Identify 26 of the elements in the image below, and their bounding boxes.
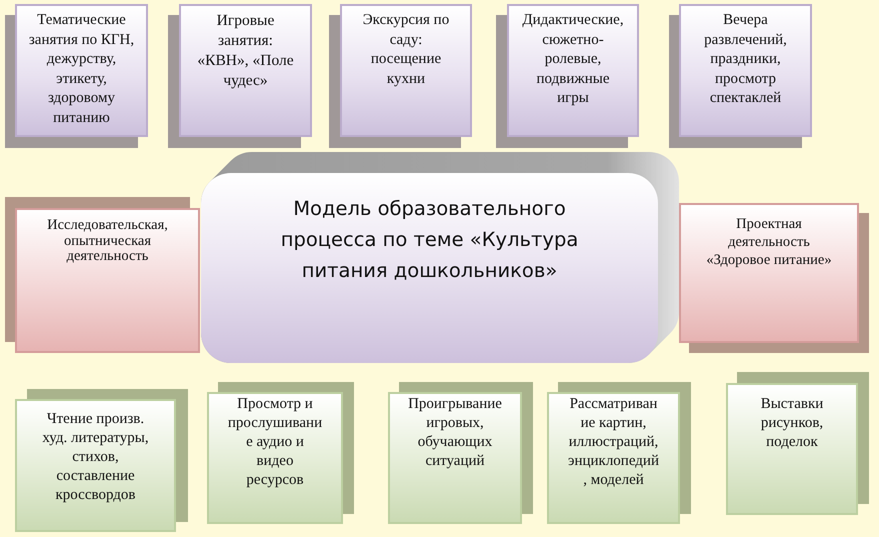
activity-box [168,4,312,148]
center-panel [201,173,658,363]
activity-label: Экскурсия по саду: посещение кухни [362,11,450,88]
activity-box [15,389,188,532]
activity-label: Дидактические, сюжетно-ролевые, подвижные игры [522,11,624,108]
activity-box [329,4,472,148]
activity-box [496,4,639,148]
activity-label: Исследовательская, опытническая деятельность [46,218,169,264]
activity-label: Просмотр и прослушивание аудио и видео ресурсов [227,395,323,490]
activity-label: Тематические занятия по КГН, дежурству, этикету, здоровому питанию [28,11,136,128]
model-title: Модель образовательного процесса по теме «Культура питания дошкольников» [280,196,580,284]
activity-box [5,4,148,148]
activity-label: Чтение произв. худ. литературы, стихов, составление кроссвордов [41,410,150,505]
activity-label: Проектная деятельность «Здоровое питание» [705,215,833,269]
activity-label: Проигрывание игровых, обучающих ситуаций [407,395,503,471]
activity-label: Игровые занятия: «КВН», «Поле чудес» [196,11,295,91]
activity-box [388,382,533,524]
activity-box [5,197,200,353]
activity-label: Выставки рисунков, поделок [760,395,824,452]
activity-label: Рассматривание картин, иллюстраций, энциклопедий, моделей [567,395,660,490]
activity-box [669,4,812,148]
activity-label: Вечера развлечений, праздники, просмотр спектаклей [703,11,788,108]
activity-box [207,382,354,524]
activity-box [726,372,869,515]
activity-box [679,203,869,353]
activity-box [547,382,691,524]
